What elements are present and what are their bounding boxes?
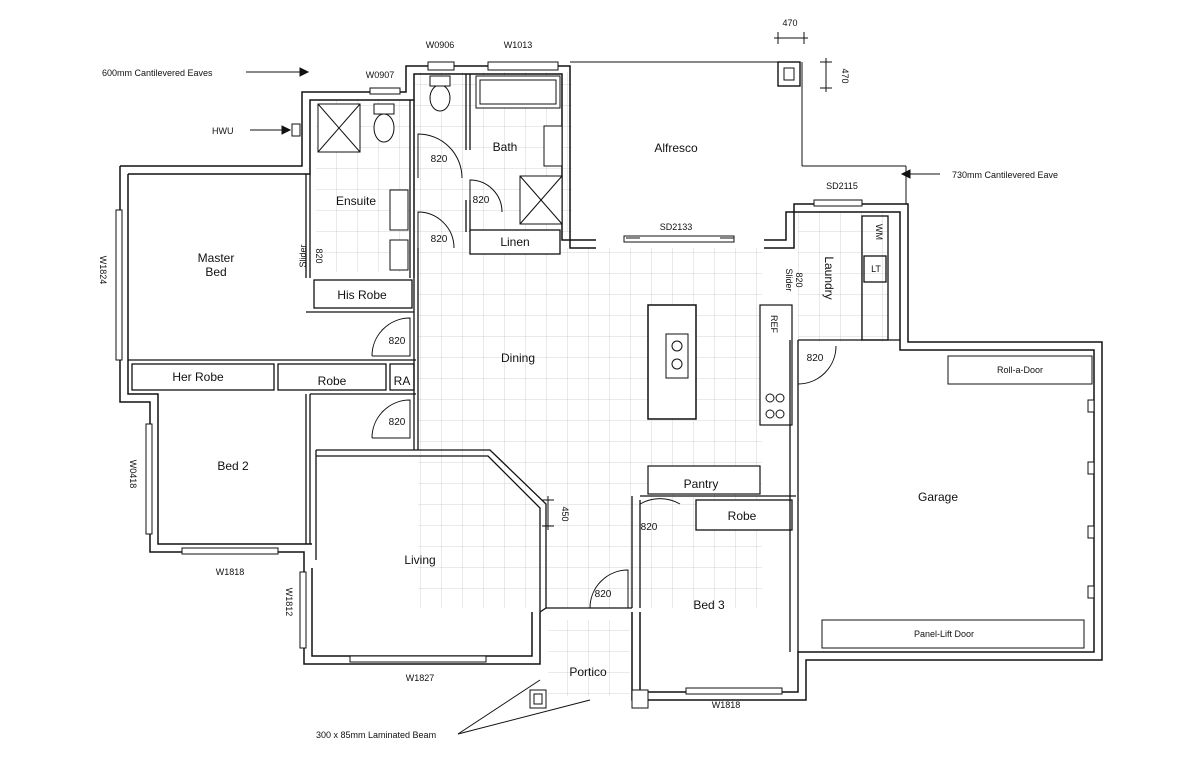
label-dining: Dining xyxy=(501,351,535,365)
label-w1013: W1013 xyxy=(504,40,533,50)
label-w0906: W0906 xyxy=(426,40,455,50)
label-ra: RA xyxy=(394,374,411,388)
label-door-master: 820 xyxy=(389,336,406,347)
label-door-hall: 820 xyxy=(431,234,448,245)
label-master-1: Master xyxy=(198,251,235,265)
label-w0418: W0418 xyxy=(128,460,138,489)
label-sd2115: SD2115 xyxy=(826,181,858,191)
label-dim-470-h: 470 xyxy=(782,18,797,28)
label-w1818-left: W1818 xyxy=(216,567,245,577)
pantry-box xyxy=(647,465,761,495)
label-alfresco: Alfresco xyxy=(654,141,698,155)
note-eave-730: 730mm Cantilevered Eave xyxy=(952,170,1058,180)
note-hwu: HWU xyxy=(212,126,234,136)
kitchen-bench xyxy=(759,304,793,426)
label-w1824: W1824 xyxy=(98,256,108,285)
window-marks xyxy=(115,61,863,695)
label-panel-lift-door: Panel-Lift Door xyxy=(914,629,974,639)
panel-lift-door-box xyxy=(821,619,1085,649)
garage-piers xyxy=(1087,399,1095,599)
label-garage: Garage xyxy=(918,490,958,504)
label-dim-470-v: 470 xyxy=(840,68,850,83)
label-robe-bed3: Robe xyxy=(728,509,757,523)
label-wm: WM xyxy=(874,224,884,240)
label-master-2: Bed xyxy=(205,265,226,279)
label-bed-2: Bed 2 xyxy=(217,459,249,473)
label-pantry: Pantry xyxy=(684,477,719,491)
label-ref: REF xyxy=(769,315,779,334)
label-w0907: W0907 xyxy=(366,70,395,80)
label-her-robe: Her Robe xyxy=(172,370,224,384)
fixtures xyxy=(317,75,785,419)
label-door-toilet: 820 xyxy=(431,154,448,165)
note-arrows xyxy=(246,32,940,735)
tile-dining xyxy=(418,248,762,608)
tile-portico xyxy=(548,620,630,696)
label-ensuite: Ensuite xyxy=(336,194,376,208)
label-bath: Bath xyxy=(493,140,518,154)
label-door-ensuite-slider: 820 xyxy=(314,248,324,263)
label-w1818-right: W1818 xyxy=(712,700,741,710)
label-door-bed2: 820 xyxy=(389,417,406,428)
roll-a-door-box xyxy=(947,355,1093,385)
label-door-ensuite-slider-text: Slider xyxy=(298,244,308,267)
label-door-bed3: 820 xyxy=(641,522,658,533)
label-portico: Portico xyxy=(569,665,607,679)
label-dim-450: 450 xyxy=(560,506,570,521)
label-robe-middle: Robe xyxy=(318,374,347,388)
tile-laundry xyxy=(798,212,888,342)
door-swings xyxy=(371,133,837,609)
label-lt: LT xyxy=(871,264,881,274)
note-beam: 300 x 85mm Laminated Beam xyxy=(316,730,436,740)
label-door-bath: 820 xyxy=(473,195,490,206)
label-laundry: Laundry xyxy=(822,256,836,299)
internal-walls xyxy=(128,74,900,652)
label-door-garage: 820 xyxy=(807,353,824,364)
label-linen: Linen xyxy=(500,235,529,249)
label-door-laundry-slider-text: Slider xyxy=(784,268,794,291)
label-his-robe: His Robe xyxy=(337,288,387,302)
label-w1812: W1812 xyxy=(284,588,294,617)
label-roll-a-door: Roll-a-Door xyxy=(997,365,1043,375)
label-sd2133: SD2133 xyxy=(660,222,693,232)
note-eaves-600: 600mm Cantilevered Eaves xyxy=(102,68,213,78)
label-door-laundry-slider: 820 xyxy=(794,272,804,287)
label-living: Living xyxy=(404,553,435,567)
label-door-entry: 820 xyxy=(595,589,612,600)
label-bed-3: Bed 3 xyxy=(693,598,725,612)
label-w1827: W1827 xyxy=(406,673,435,683)
